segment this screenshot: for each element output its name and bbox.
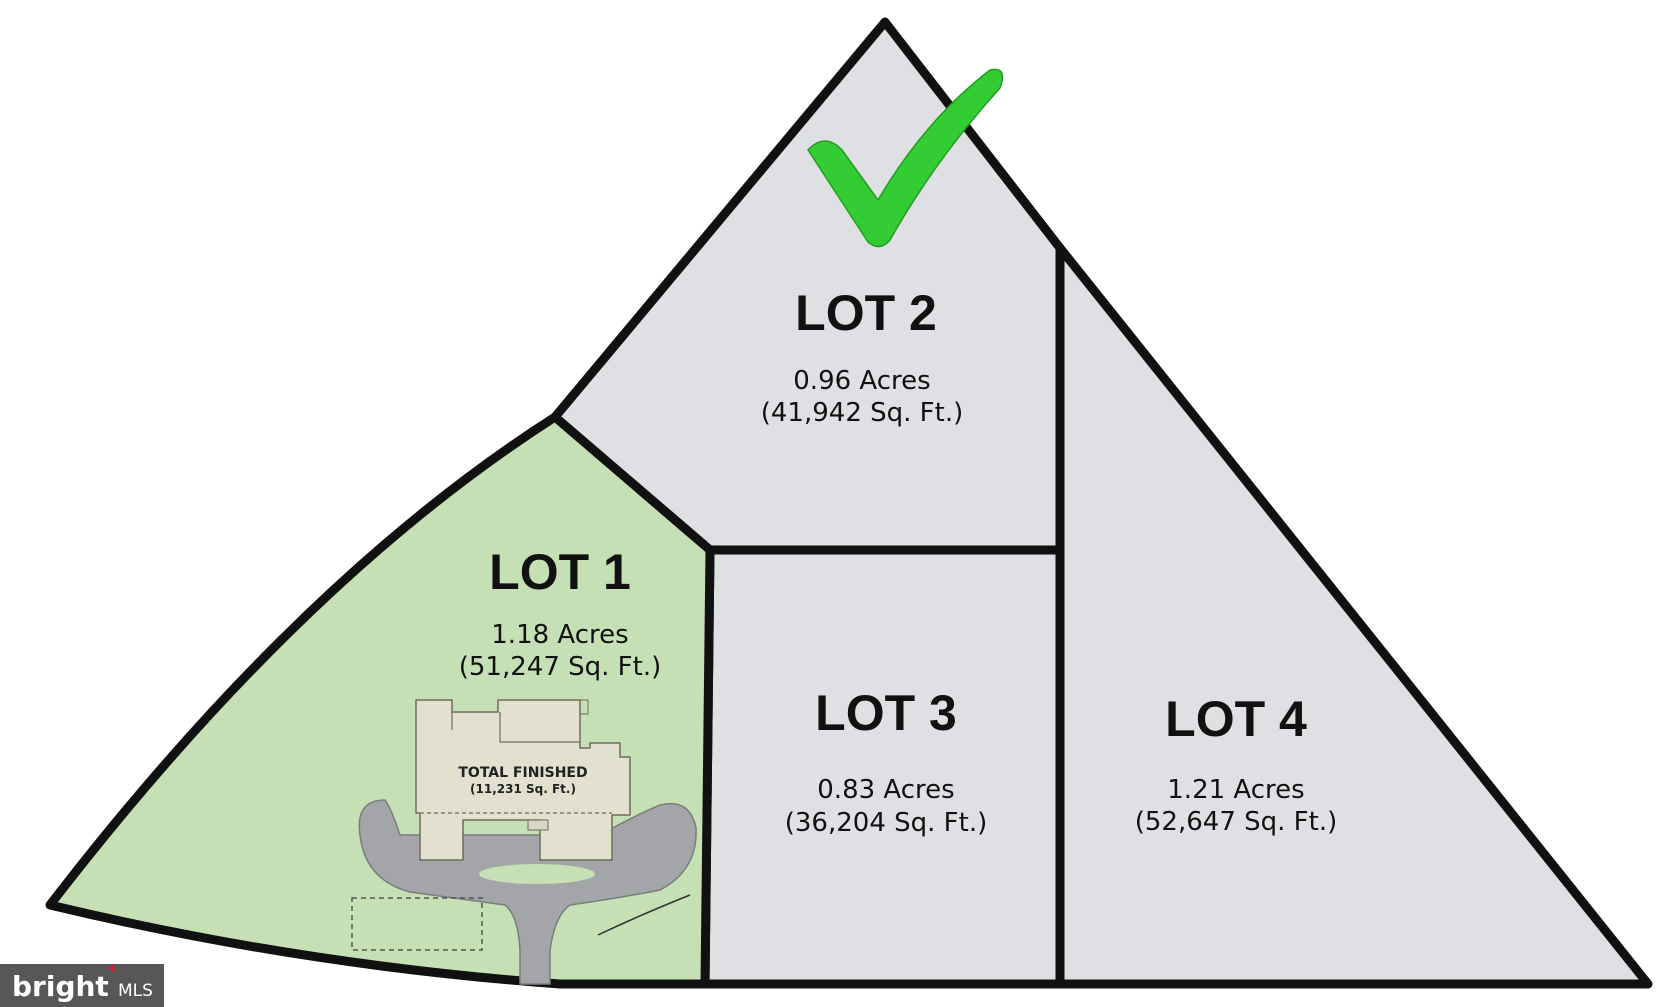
lot-1-sqft: (51,247 Sq. Ft.): [459, 652, 661, 682]
lot-3-acres: 0.83 Acres: [817, 775, 954, 805]
house-footprint: TOTAL FINISHED (11,231 Sq. Ft.): [415, 699, 631, 861]
lot-3-sqft: (36,204 Sq. Ft.): [785, 808, 987, 838]
watermark-plus-icon: +: [107, 961, 117, 975]
bright-mls-watermark: bright + MLS: [0, 961, 164, 1007]
lot-4-sqft: (52,647 Sq. Ft.): [1135, 807, 1337, 837]
lot-2-sqft: (41,942 Sq. Ft.): [761, 398, 963, 428]
lot-1-title: LOT 1: [489, 544, 631, 600]
lot-3-title: LOT 3: [815, 685, 957, 741]
lot-4-acres: 1.21 Acres: [1167, 775, 1304, 805]
lot-2-title: LOT 2: [795, 285, 937, 341]
lot-1-acres: 1.18 Acres: [491, 620, 628, 650]
building-sqft: (11,231 Sq. Ft.): [470, 782, 576, 796]
driveway-island: [479, 864, 595, 884]
dashed-pad-outline: [351, 897, 483, 951]
building-label: TOTAL FINISHED: [458, 765, 587, 781]
lot-2-acres: 0.96 Acres: [793, 366, 930, 396]
side-path: [597, 894, 691, 936]
lot-3-parcel[interactable]: [700, 545, 1065, 989]
watermark-suffix: MLS: [118, 981, 153, 1001]
lot-4-parcel[interactable]: [1055, 243, 1653, 989]
watermark-brand: bright: [12, 970, 109, 1003]
lot-4-title: LOT 4: [1165, 691, 1307, 747]
checkmark-icon: [807, 68, 1004, 248]
